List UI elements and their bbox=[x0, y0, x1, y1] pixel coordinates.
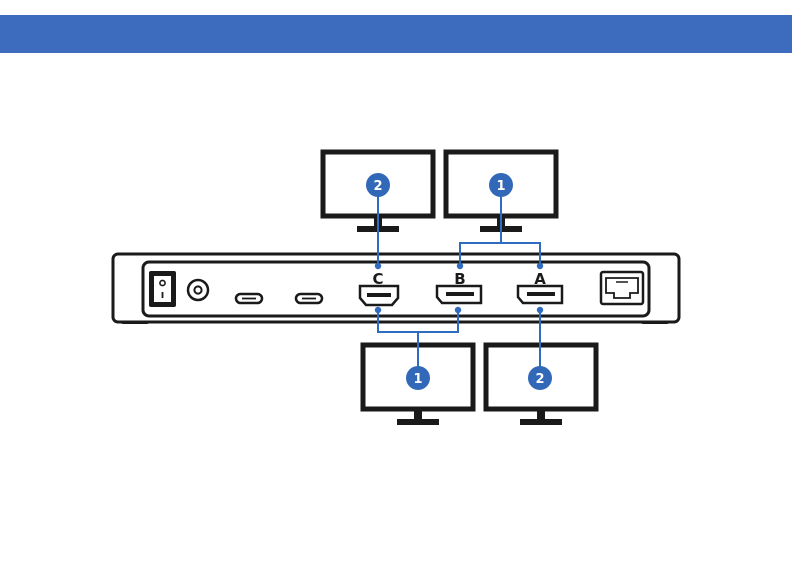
ethernet-port[interactable] bbox=[601, 272, 643, 304]
displayport-port-a[interactable] bbox=[518, 286, 562, 303]
dot-b-bottom bbox=[455, 307, 461, 313]
hdmi-port-c[interactable] bbox=[360, 286, 398, 305]
port-label-a: A bbox=[534, 270, 546, 288]
power-switch[interactable] bbox=[149, 271, 176, 307]
badge-bottom-left: 1 bbox=[406, 366, 430, 390]
displayport-port-b[interactable] bbox=[437, 286, 481, 303]
dot-a-bottom bbox=[537, 307, 543, 313]
badge-top-left: 2 bbox=[366, 173, 390, 197]
usb-c-port-1[interactable] bbox=[236, 294, 262, 303]
port-label-b: B bbox=[454, 270, 465, 288]
badge-bottom-left-number: 1 bbox=[413, 372, 422, 387]
badge-bottom-right: 2 bbox=[528, 366, 552, 390]
usb-c-port-2[interactable] bbox=[296, 294, 322, 303]
dc-power-jack[interactable] bbox=[188, 280, 208, 300]
dot-c-top bbox=[375, 263, 381, 269]
badge-top-right: 1 bbox=[489, 173, 513, 197]
badge-bottom-right-number: 2 bbox=[535, 372, 544, 387]
port-label-c: C bbox=[372, 270, 383, 288]
dot-a-top bbox=[537, 263, 543, 269]
badge-top-left-number: 2 bbox=[373, 179, 382, 194]
badge-top-right-number: 1 bbox=[496, 179, 505, 194]
dot-c-bottom bbox=[375, 307, 381, 313]
dot-b-top bbox=[457, 263, 463, 269]
